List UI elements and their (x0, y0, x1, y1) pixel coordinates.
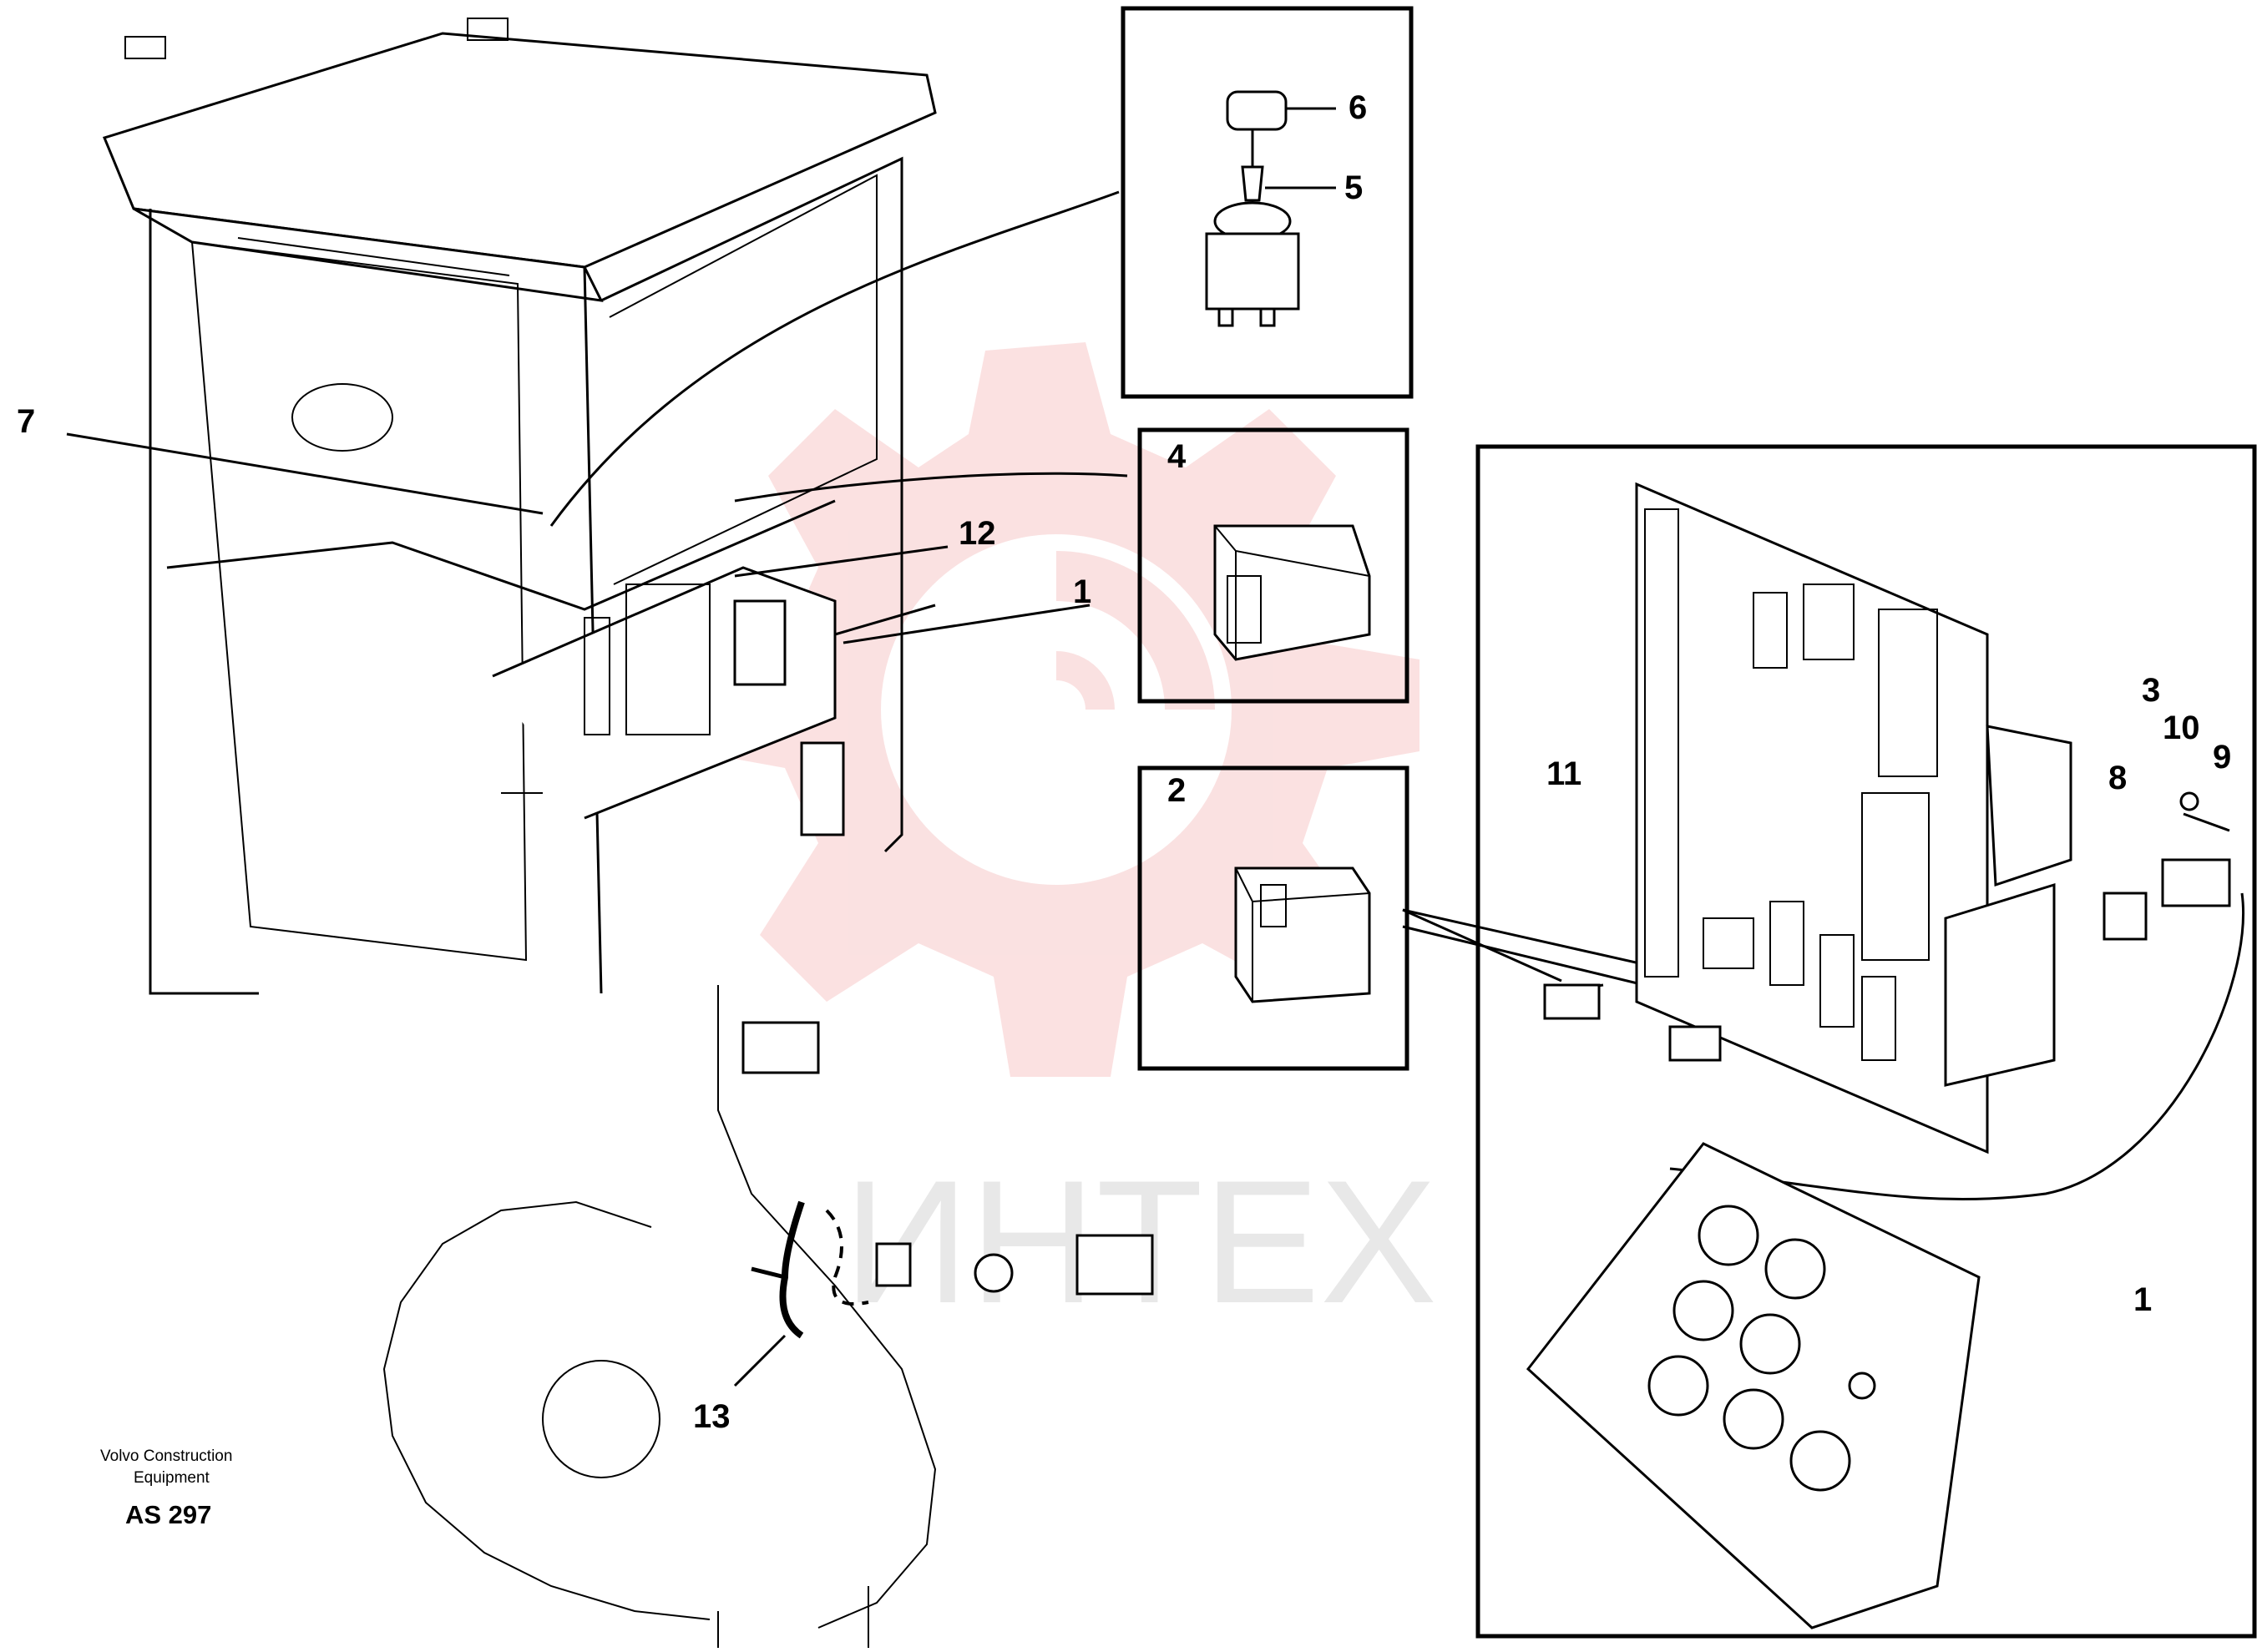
callout-1-cab: 1 (1073, 573, 1091, 610)
control-board (1543, 482, 2244, 1201)
inset-box-switch (1121, 6, 1414, 399)
caption-line2: Equipment (134, 1469, 210, 1487)
inset-box-socket-2 (1137, 765, 1409, 1071)
wire-harness-13 (733, 1200, 1014, 1387)
switch-assembly (1205, 90, 1336, 327)
callout-4: 4 (1167, 438, 1187, 475)
caption-line1: Volvo Construction (100, 1447, 232, 1465)
inset-box-relay-4 (1137, 427, 1409, 704)
callout-10: 10 (2163, 710, 2200, 746)
callout-1-board: 1 (2133, 1281, 2152, 1318)
relay-component-4 (1213, 524, 1371, 661)
callout-7: 7 (17, 403, 35, 440)
fuse-panel (1526, 1142, 1981, 1629)
caption-code: AS 297 (125, 1500, 211, 1529)
callout-11: 11 (1546, 755, 1581, 792)
inset-box-control-board (1475, 444, 2257, 1639)
callout-5: 5 (1344, 169, 1363, 206)
callout-9: 9 (2213, 739, 2231, 775)
loader-outline (382, 985, 1154, 1648)
callout-13: 13 (693, 1398, 731, 1435)
operator-cab (102, 18, 937, 995)
callout-2: 2 (1167, 772, 1186, 809)
callout-12: 12 (959, 515, 996, 552)
callout-8: 8 (2108, 760, 2127, 796)
callout-6: 6 (1349, 89, 1367, 126)
callout-3: 3 (2142, 672, 2160, 709)
relay-socket-2 (1234, 866, 1371, 1003)
